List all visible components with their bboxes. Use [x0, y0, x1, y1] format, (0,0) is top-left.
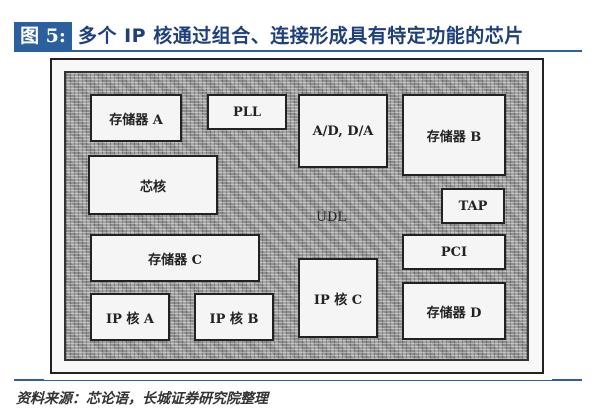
block-ad-da: A/D, D/A — [298, 94, 388, 168]
block-tap: TAP — [441, 188, 505, 224]
block-pci: PCI — [402, 234, 506, 270]
block-memory-c: 存储器 C — [90, 234, 260, 282]
block-pll: PLL — [207, 94, 287, 130]
block-memory-d: 存储器 D — [402, 282, 506, 340]
source-rule — [14, 380, 582, 381]
figure-title-row: 图 5: 多个 IP 核通过组合、连接形成具有特定功能的芯片 — [14, 22, 582, 50]
udl-label: UDL — [316, 210, 347, 225]
source-note: 资料来源：芯论语，长城证券研究院整理 — [16, 391, 268, 407]
title-underline — [14, 50, 582, 52]
block-ip-core-c: IP 核 C — [298, 258, 378, 338]
figure-title: 多个 IP 核通过组合、连接形成具有特定功能的芯片 — [78, 25, 524, 47]
block-core: 芯核 — [88, 155, 218, 215]
block-ip-core-a: IP 核 A — [90, 293, 170, 341]
figure-label-badge: 图 5: — [14, 22, 72, 50]
source-rule-left-cap — [14, 379, 44, 381]
block-memory-b: 存储器 B — [402, 94, 506, 176]
block-ip-core-b: IP 核 B — [194, 293, 274, 341]
source-rule-right-cap — [552, 379, 582, 381]
block-memory-a: 存储器 A — [90, 94, 182, 142]
